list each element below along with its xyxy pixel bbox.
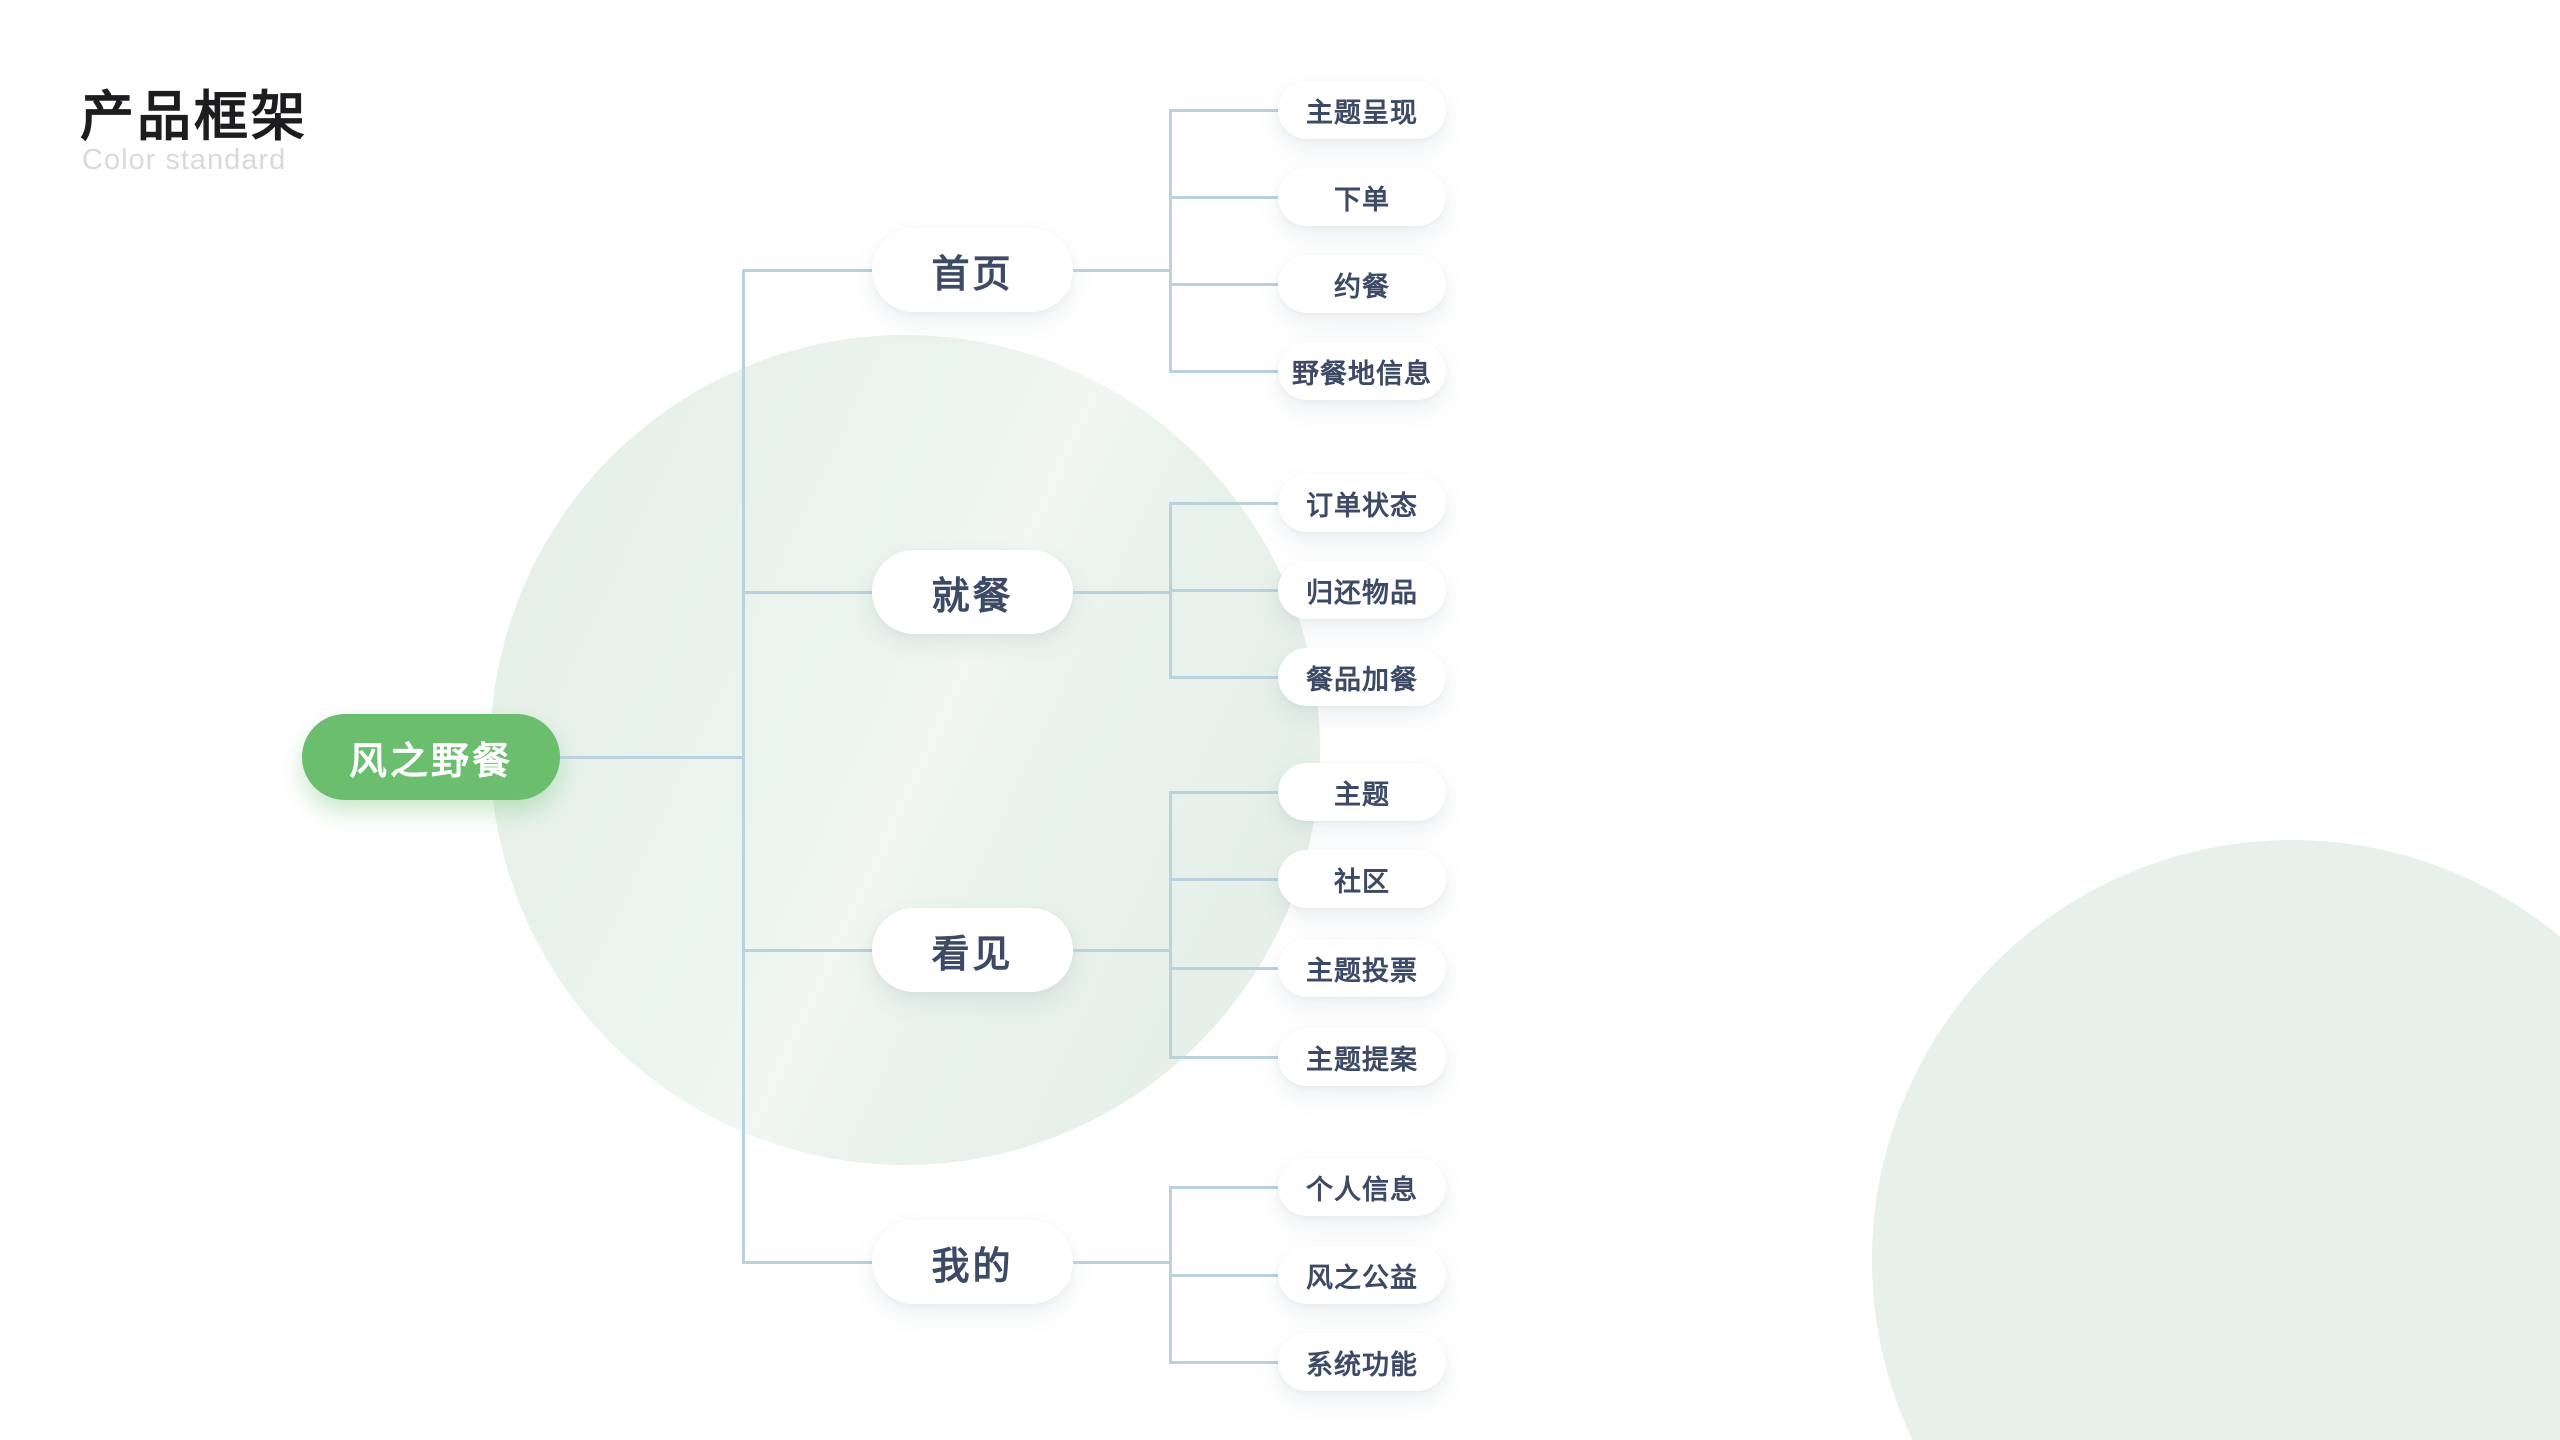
connector-leaf-stub xyxy=(1170,1273,1278,1277)
branch-node-dining: 就餐 xyxy=(872,550,1073,634)
leaf-node: 约餐 xyxy=(1278,255,1446,313)
branch-node-home: 首页 xyxy=(872,228,1073,312)
leaf-node: 主题投票 xyxy=(1278,939,1446,997)
connector-branch-line-dining xyxy=(743,590,872,594)
leaf-node: 野餐地信息 xyxy=(1278,342,1446,400)
page-title: 产品框架 xyxy=(80,87,308,147)
connector-leaf-stub xyxy=(1170,877,1278,881)
connector-leaf-stub xyxy=(1170,369,1278,373)
connector-parent-line-dining xyxy=(1073,590,1170,594)
connector-leaf-stub xyxy=(1170,1185,1278,1189)
leaf-node: 下单 xyxy=(1278,168,1446,226)
connector-main-trunk xyxy=(741,268,745,1264)
root-node: 风之野餐 xyxy=(302,714,560,800)
branch-node-mine: 我的 xyxy=(872,1220,1073,1304)
leaf-node: 订单状态 xyxy=(1278,474,1446,532)
leaf-node: 餐品加餐 xyxy=(1278,648,1446,706)
connector-leaf-stub xyxy=(1170,195,1278,199)
connector-sub-trunk-home xyxy=(1168,108,1172,373)
connector-leaf-stub xyxy=(1170,501,1278,505)
connector-leaf-stub xyxy=(1170,282,1278,286)
background-circle-large xyxy=(490,335,1320,1165)
leaf-node: 个人信息 xyxy=(1278,1158,1446,1216)
leaf-node: 系统功能 xyxy=(1278,1333,1446,1391)
connector-leaf-stub xyxy=(1170,1360,1278,1364)
page-subtitle: Color standard xyxy=(82,144,287,176)
connector-sub-trunk-see xyxy=(1168,790,1172,1059)
branch-node-see: 看见 xyxy=(872,908,1073,992)
connector-leaf-stub xyxy=(1170,108,1278,112)
connector-parent-line-mine xyxy=(1073,1260,1170,1264)
connector-leaf-stub xyxy=(1170,790,1278,794)
leaf-node: 主题呈现 xyxy=(1278,81,1446,139)
connector-branch-line-see xyxy=(743,948,872,952)
leaf-node: 主题 xyxy=(1278,763,1446,821)
connector-parent-line-see xyxy=(1073,948,1170,952)
connector-leaf-stub xyxy=(1170,675,1278,679)
connector-branch-line-mine xyxy=(743,1260,872,1264)
leaf-node: 风之公益 xyxy=(1278,1246,1446,1304)
connector-leaf-stub xyxy=(1170,588,1278,592)
connector-leaf-stub xyxy=(1170,966,1278,970)
connector-root-line xyxy=(560,755,743,759)
connector-leaf-stub xyxy=(1170,1055,1278,1059)
connector-parent-line-home xyxy=(1073,268,1170,272)
leaf-node: 主题提案 xyxy=(1278,1028,1446,1086)
connector-branch-line-home xyxy=(743,268,872,272)
leaf-node: 社区 xyxy=(1278,850,1446,908)
leaf-node: 归还物品 xyxy=(1278,561,1446,619)
